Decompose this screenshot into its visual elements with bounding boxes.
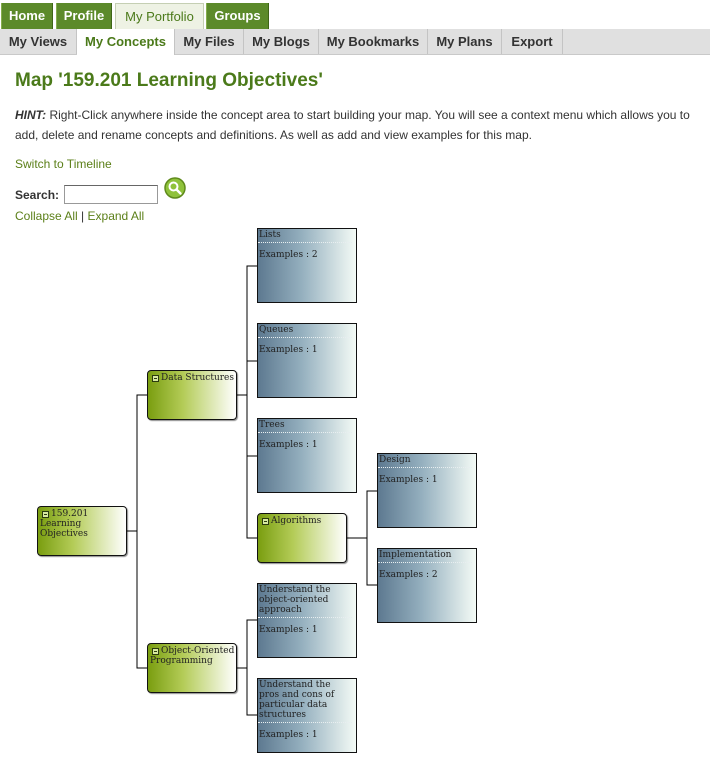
concept-map-connectors xyxy=(127,265,377,716)
definition-title: Understand the pros and cons of particul… xyxy=(258,679,352,723)
definition-node-lists[interactable]: Lists Examples : 2 xyxy=(257,228,357,303)
definition-node-queues[interactable]: Queues Examples : 1 xyxy=(257,323,357,398)
examples-count: Examples : 1 xyxy=(259,625,318,635)
definition-node-implementation[interactable]: Implementation Examples : 2 xyxy=(377,548,477,623)
subnav-tab-my-plans[interactable]: My Plans xyxy=(428,29,502,54)
definition-title: Design xyxy=(378,454,472,468)
connector-root-data-structures xyxy=(127,394,147,532)
examples-count: Examples : 1 xyxy=(259,345,318,355)
connector-ds-trees xyxy=(246,395,257,457)
examples-count: Examples : 1 xyxy=(259,730,318,740)
concept-node-root[interactable]: 159.201 Learning Objectives xyxy=(37,506,127,556)
collapse-toggle-icon[interactable] xyxy=(152,648,159,655)
collapse-expand-controls: Collapse All | Expand All xyxy=(15,209,144,223)
connector-root-oop xyxy=(136,531,147,669)
hint-body: Right-Click anywhere inside the concept … xyxy=(15,108,690,142)
definition-title: Queues xyxy=(258,324,352,338)
collapse-toggle-icon[interactable] xyxy=(262,518,269,525)
concept-label: Object-Oriented Programming xyxy=(150,646,235,666)
examples-count: Examples : 1 xyxy=(259,440,318,450)
nav-tab-home[interactable]: Home xyxy=(1,3,53,29)
subnav-tab-my-concepts[interactable]: My Concepts xyxy=(77,29,175,55)
examples-count: Examples : 2 xyxy=(259,250,318,260)
switch-to-timeline-link[interactable]: Switch to Timeline xyxy=(15,157,112,171)
concept-label: Data Structures xyxy=(161,373,235,383)
connector-ds-queues xyxy=(246,360,257,395)
collapse-all-link[interactable]: Collapse All xyxy=(15,209,78,223)
definition-node-design[interactable]: Design Examples : 1 xyxy=(377,453,477,528)
connector-oop-approach xyxy=(237,619,257,669)
separator: | xyxy=(81,209,85,223)
subnav-tab-my-bookmarks[interactable]: My Bookmarks xyxy=(319,29,428,54)
definition-title: Implementation xyxy=(378,549,472,563)
subnav-tab-my-blogs[interactable]: My Blogs xyxy=(244,29,319,54)
concept-label: 159.201 Learning Objectives xyxy=(40,509,89,539)
page-title: Map '159.201 Learning Objectives' xyxy=(15,70,323,91)
concept-node-data-structures[interactable]: Data Structures xyxy=(147,370,237,420)
nav-tab-my-portfolio[interactable]: My Portfolio xyxy=(115,3,204,30)
search-input[interactable] xyxy=(64,185,158,204)
expand-all-link[interactable]: Expand All xyxy=(87,209,145,223)
definition-node-pros-cons[interactable]: Understand the pros and cons of particul… xyxy=(257,678,357,753)
magnifier-icon[interactable] xyxy=(164,177,188,200)
nav-tab-profile[interactable]: Profile xyxy=(56,3,112,29)
definition-title: Lists xyxy=(258,229,352,243)
main-navigation: Home Profile My Portfolio Groups xyxy=(0,0,710,30)
connector-ds-lists xyxy=(237,265,257,396)
subnav-tab-export[interactable]: Export xyxy=(502,29,563,54)
connector-algorithms-design xyxy=(347,490,377,539)
examples-count: Examples : 2 xyxy=(379,570,438,580)
connector-algorithms-implementation xyxy=(366,538,377,586)
nav-tab-groups[interactable]: Groups xyxy=(206,3,269,29)
concept-label: Algorithms xyxy=(271,516,322,526)
definition-node-trees[interactable]: Trees Examples : 1 xyxy=(257,418,357,493)
concept-node-algorithms[interactable]: Algorithms xyxy=(257,513,347,563)
definition-title: Trees xyxy=(258,419,352,433)
subnav-tab-my-files[interactable]: My Files xyxy=(175,29,244,54)
examples-count: Examples : 1 xyxy=(379,475,438,485)
collapse-toggle-icon[interactable] xyxy=(42,511,49,518)
collapse-toggle-icon[interactable] xyxy=(152,375,159,382)
sub-navigation: My Views My Concepts My Files My Blogs M… xyxy=(0,29,710,55)
hint-label: HINT: xyxy=(15,108,47,122)
connector-oop-pros-cons xyxy=(246,668,257,716)
search-label: Search: xyxy=(15,188,60,202)
concept-node-oop[interactable]: Object-Oriented Programming xyxy=(147,643,237,693)
definition-node-oop-approach[interactable]: Understand the object-oriented approach … xyxy=(257,583,357,658)
subnav-tab-my-views[interactable]: My Views xyxy=(0,29,77,54)
hint-text: HINT: Right-Click anywhere inside the co… xyxy=(15,105,707,145)
definition-title: Understand the object-oriented approach xyxy=(258,584,352,618)
connector-ds-algorithms xyxy=(246,395,257,539)
